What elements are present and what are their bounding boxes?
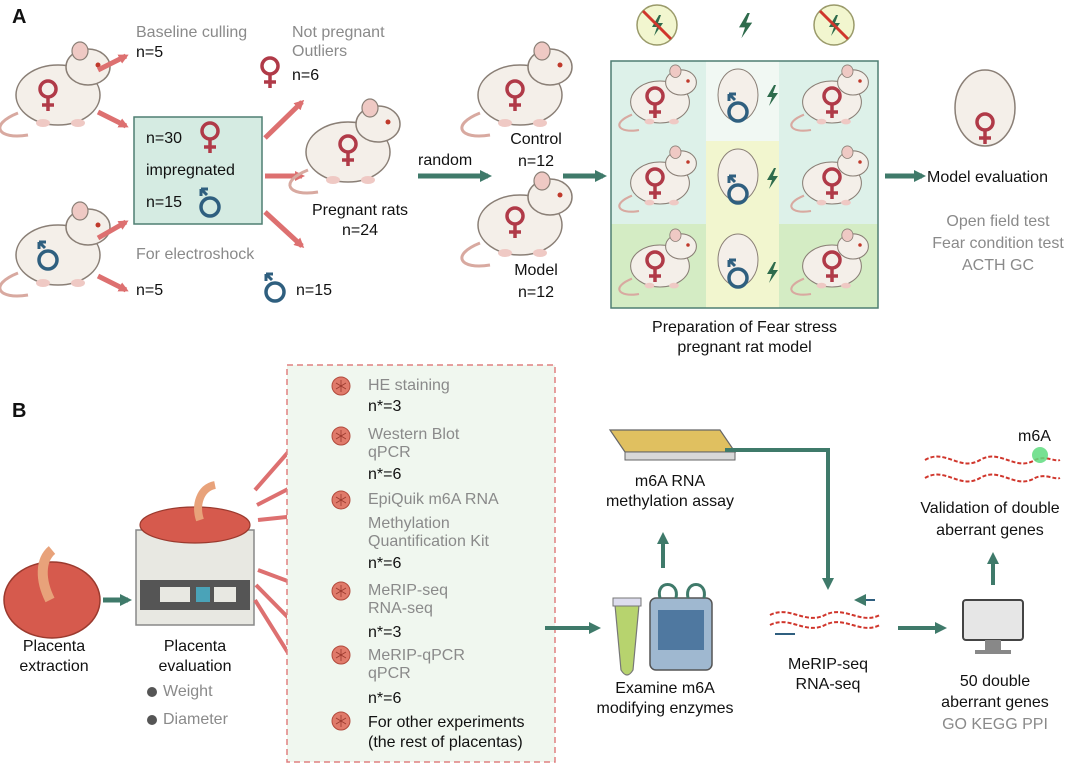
genes-line1: 50 double bbox=[959, 673, 1031, 690]
arrow-to-box-male bbox=[96, 219, 129, 241]
enzymes-line2: modifying enzymes bbox=[596, 700, 734, 717]
genes-line3: GO KEGG PPI bbox=[942, 716, 1048, 733]
model-evaluation-title: Model evaluation bbox=[927, 169, 1048, 186]
extraction-line1: Placenta bbox=[22, 638, 86, 655]
m6a-tag: m6A bbox=[1018, 428, 1051, 445]
test-open-field: Open field test bbox=[946, 213, 1050, 230]
evaluation-line2: evaluation bbox=[158, 658, 232, 675]
exp-merip-seq-n: n*=3 bbox=[368, 624, 402, 641]
validation-line2: aberrant genes bbox=[936, 522, 1044, 539]
exp-merip-seq: MeRIP-seq bbox=[368, 582, 449, 599]
exp-merip-qpcr: MeRIP-qPCR bbox=[368, 647, 465, 664]
electroshock-n: n=5 bbox=[136, 282, 164, 299]
model-n: n=12 bbox=[517, 284, 555, 301]
enzymes-line1: Examine m6A bbox=[615, 680, 715, 697]
exp-western-n: n*=6 bbox=[368, 466, 402, 483]
exp-epiquik-line1: EpiQuik m6A RNA bbox=[368, 491, 499, 508]
extraction-line2: extraction bbox=[19, 658, 89, 675]
baseline-label: Baseline culling bbox=[136, 24, 248, 41]
exp-he-staining: HE staining bbox=[368, 377, 450, 394]
arrow-to-box-female bbox=[96, 109, 129, 129]
exp-epiquik-line2: Methylation bbox=[368, 515, 450, 532]
rat-evaluated bbox=[954, 69, 1016, 147]
bullet-diameter bbox=[147, 715, 157, 725]
experiments-box bbox=[286, 364, 556, 763]
placenta-extraction-image bbox=[3, 546, 101, 639]
bullet-weight bbox=[147, 687, 157, 697]
exp-rna-seq: RNA-seq bbox=[368, 600, 433, 617]
panel-letter-a: A bbox=[12, 6, 27, 28]
scale-image bbox=[135, 481, 255, 626]
outliers-label: Outliers bbox=[292, 43, 348, 60]
not-pregnant-n: n=6 bbox=[292, 67, 320, 84]
grid-caption-line2: pregnant rat model bbox=[677, 339, 812, 356]
rat-female-left bbox=[0, 40, 112, 138]
exp-epiquik-line3: Quantification Kit bbox=[368, 533, 489, 550]
test-fear-condition: Fear condition test bbox=[932, 235, 1064, 252]
shock-icon-middle bbox=[739, 13, 753, 39]
control-label: Control bbox=[510, 131, 562, 148]
exp-qpcr-1: qPCR bbox=[368, 444, 411, 461]
no-shock-icon-left bbox=[636, 4, 678, 46]
arrow-to-not-pregnant bbox=[263, 99, 305, 140]
monitor-image bbox=[962, 599, 1024, 654]
random-label: random bbox=[418, 152, 473, 169]
exp-qpcr-2: qPCR bbox=[368, 665, 411, 682]
evaluation-line1: Placenta bbox=[163, 638, 227, 655]
no-shock-icon-right bbox=[813, 4, 855, 46]
impregnated-box bbox=[133, 116, 263, 225]
baseline-n: n=5 bbox=[136, 44, 164, 61]
box-n-female: n=30 bbox=[146, 130, 183, 147]
seq-line2: RNA-seq bbox=[795, 676, 861, 693]
arrow-to-baseline bbox=[96, 53, 129, 73]
test-acth-gc: ACTH GC bbox=[962, 257, 1034, 274]
rna-seq-image bbox=[769, 594, 881, 635]
male-extra-n: n=15 bbox=[296, 282, 333, 299]
assay-line1: m6A RNA bbox=[634, 473, 706, 490]
box-impregnated: impregnated bbox=[146, 162, 235, 179]
arrow-assay-to-seq bbox=[725, 448, 834, 590]
exp-western-blot: Western Blot bbox=[368, 426, 460, 443]
well-plate-image bbox=[608, 429, 737, 461]
exp-other-line1: For other experiments bbox=[368, 714, 525, 731]
rna-strand-image bbox=[924, 447, 1061, 483]
box-n-male: n=15 bbox=[146, 194, 183, 211]
bullet-weight-label: Weight bbox=[163, 683, 213, 700]
pregnant-n: n=24 bbox=[341, 222, 379, 239]
stress-grid bbox=[610, 60, 879, 309]
exp-other-line2: (the rest of placentas) bbox=[368, 734, 523, 751]
validation-line1: Validation of double bbox=[920, 500, 1060, 517]
rat-model bbox=[460, 170, 574, 268]
control-n: n=12 bbox=[517, 153, 555, 170]
rat-male-left bbox=[0, 200, 112, 298]
assay-line2: methylation assay bbox=[605, 493, 735, 510]
model-label: Model bbox=[514, 262, 558, 279]
genes-line2: aberrant genes bbox=[941, 694, 1049, 711]
rat-control bbox=[460, 40, 574, 138]
not-pregnant-label: Not pregnant bbox=[292, 24, 385, 41]
exp-epiquik-n: n*=6 bbox=[368, 555, 402, 572]
seq-line1: MeRIP-seq bbox=[787, 656, 869, 673]
exp-merip-qpcr-n: n*=6 bbox=[368, 690, 402, 707]
bullet-diameter-label: Diameter bbox=[163, 711, 228, 728]
panel-letter-b: B bbox=[12, 400, 27, 422]
rat-pregnant bbox=[288, 97, 402, 195]
arrow-to-male-extra bbox=[263, 210, 305, 249]
pregnant-label: Pregnant rats bbox=[311, 202, 409, 219]
tube-and-bag-image bbox=[612, 583, 713, 676]
arrow-to-electroshock bbox=[96, 273, 129, 293]
exp-he-n: n*=3 bbox=[368, 398, 402, 415]
grid-caption-line1: Preparation of Fear stress bbox=[652, 319, 837, 336]
electroshock-label: For electroshock bbox=[136, 246, 255, 263]
